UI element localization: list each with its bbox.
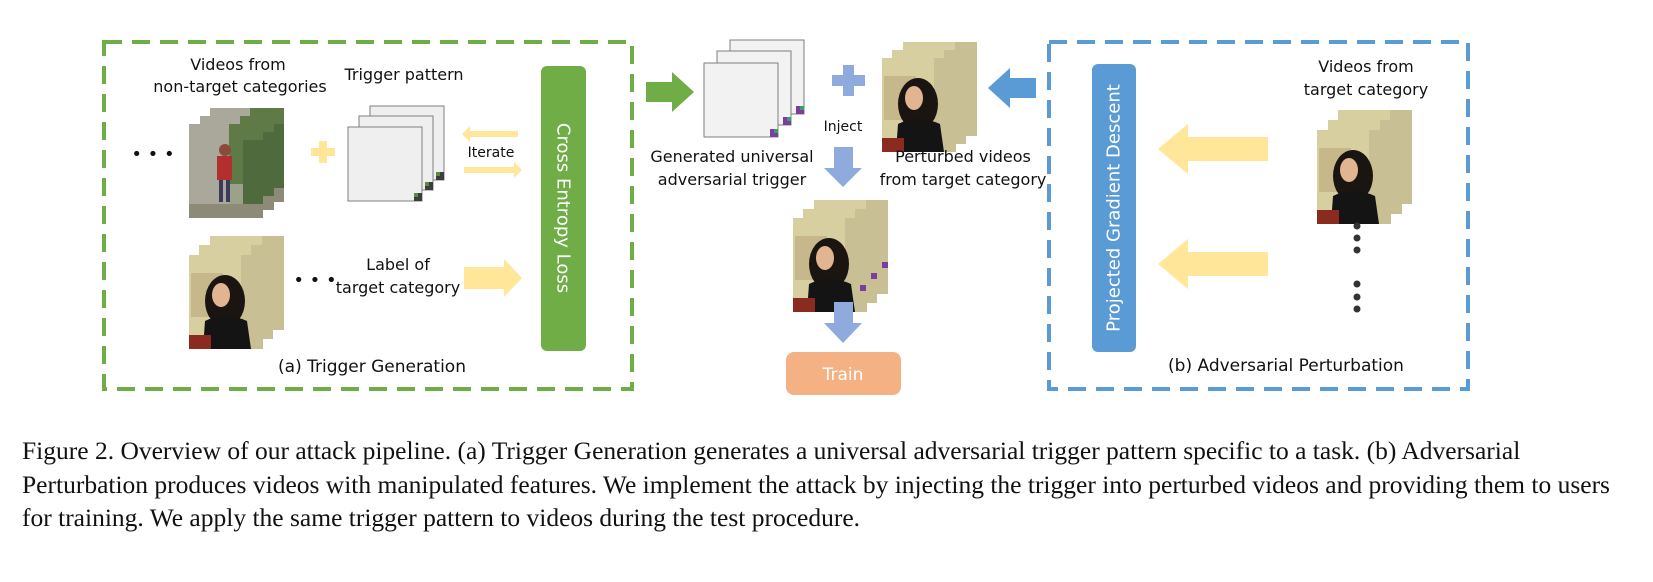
train-label: Train (822, 365, 864, 385)
down-arrow-to-injected (824, 147, 862, 187)
pgd-label: Projected Gradient Descent (1104, 84, 1125, 332)
target-video-stack-a (189, 236, 284, 349)
blue-arrow-left (988, 68, 1036, 108)
videos-target-label-line1: Videos from (1318, 57, 1413, 76)
generated-trigger-label-line2: adversarial trigger (658, 170, 807, 189)
iterate-label: Iterate (468, 145, 515, 161)
target-video-stack-b (1317, 110, 1412, 224)
injected-video-stack (793, 200, 888, 312)
inject-label: Inject (824, 119, 863, 135)
universal-trigger-stack (703, 39, 805, 138)
trigger-pattern-label: Trigger pattern (343, 65, 463, 84)
label-of-target-line1: Label of (366, 255, 430, 274)
cross-entropy-loss-box (541, 66, 586, 351)
ellipsis-dots: • • • (293, 270, 336, 291)
plus-icon (311, 141, 335, 163)
generated-trigger-label-line1: Generated universal (650, 147, 813, 166)
yellow-arrow-upper (1158, 124, 1268, 174)
videos-target-label-line2: target category (1304, 80, 1428, 99)
perturbed-video-stack-top (882, 42, 977, 152)
trigger-generation-panel (102, 40, 634, 391)
iterate-arrow-left (462, 126, 518, 142)
vertical-ellipsis (1353, 222, 1361, 313)
green-arrow (646, 72, 694, 112)
iterate-arrow-right (464, 162, 522, 178)
inject-plus-icon (832, 65, 865, 96)
figure-caption: Figure 2. Overview of our attack pipelin… (22, 436, 1610, 532)
yellow-arrow-lower (1158, 239, 1268, 289)
label-of-target-line2: target category (336, 278, 460, 297)
videos-nontarget-label-line2: non-target categories (153, 77, 326, 96)
perturbed-videos-label-line1: Perturbed videos (895, 147, 1031, 166)
nontarget-video-stack (189, 108, 284, 218)
perturbed-videos-label-line2: from target category (880, 170, 1047, 189)
pgd-box (1092, 64, 1136, 352)
down-arrow-to-train (824, 302, 862, 343)
label-arrow (464, 259, 522, 297)
adversarial-perturbation-title: (b) Adversarial Perturbation (1168, 356, 1404, 376)
trigger-pattern-stack (347, 105, 445, 202)
pipeline-diagram: Videos from non-target categories Trigge… (102, 39, 1470, 395)
trigger-generation-title: (a) Trigger Generation (278, 357, 466, 377)
adversarial-perturbation-panel (1047, 40, 1470, 391)
train-box (786, 352, 901, 395)
ellipsis-dots: • • • (131, 144, 174, 165)
videos-nontarget-label-line1: Videos from (190, 55, 285, 74)
cross-entropy-loss-label: Cross Entropy Loss (553, 123, 574, 293)
